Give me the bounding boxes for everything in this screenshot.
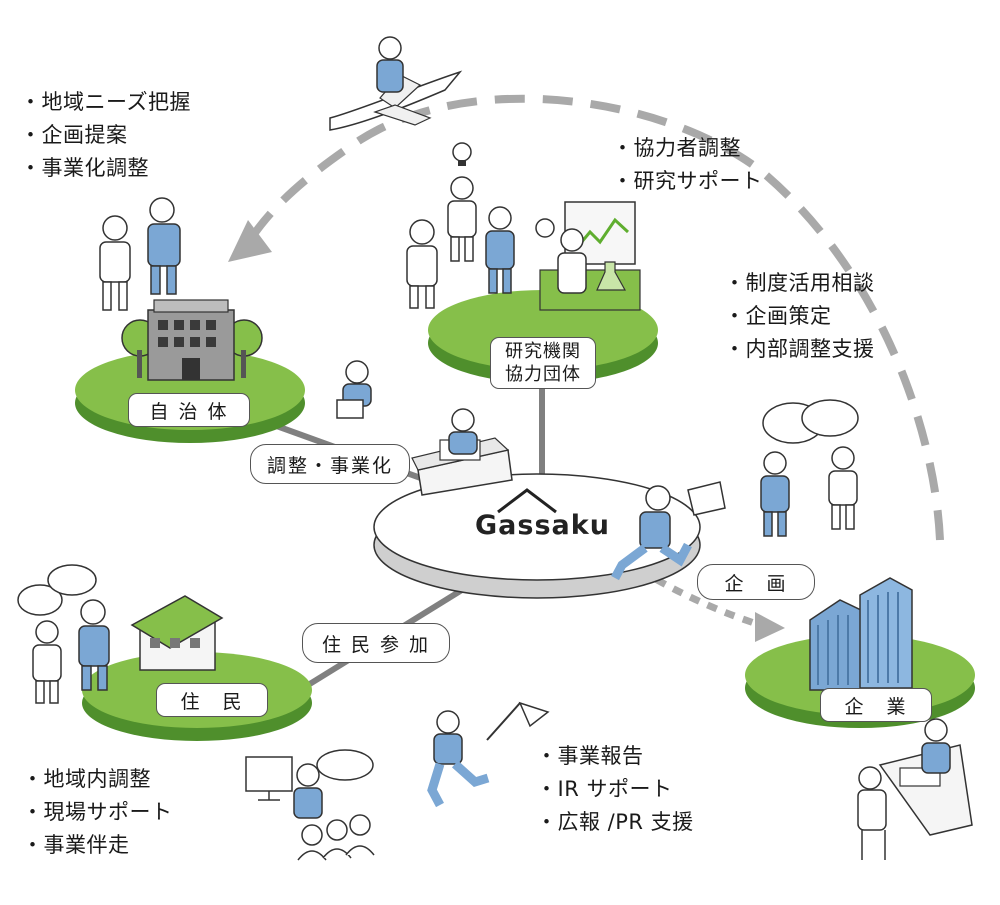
flag-icon (486, 701, 550, 741)
edge-label-chosei: 調整・事業化 (250, 444, 410, 484)
node-kenkyu-label: 研究機関 協力団体 (490, 337, 596, 389)
person-icon (447, 176, 477, 262)
kikaku-arrowhead (755, 612, 785, 642)
person-icon (760, 451, 790, 537)
person-icon (293, 763, 323, 819)
bullet-item: 地域内調整 (22, 763, 173, 796)
bullet-item: 事業伴走 (22, 829, 173, 862)
bullets-jichitai: 地域ニーズ把握 企画提案 事業化調整 (20, 86, 191, 185)
person-icon (485, 206, 515, 294)
bullet-item: 研究サポート (612, 165, 763, 198)
person-icon (376, 36, 404, 93)
bullet-item: 広報 /PR 支援 (536, 806, 694, 839)
bullets-jumin: 地域内調整 現場サポート 事業伴走 (22, 763, 173, 862)
bullet-item: 企画策定 (724, 300, 875, 333)
node-jumin-label: 住 民 (156, 683, 268, 717)
person-icon (32, 620, 62, 704)
bullet-item: 内部調整支援 (724, 333, 875, 366)
person-icon (406, 219, 438, 309)
kikaku-arrow (638, 566, 762, 629)
bullet-item: 事業報告 (536, 740, 694, 773)
edge-label-kikaku: 企 画 (697, 564, 815, 600)
people (32, 36, 951, 861)
bullet-item: 企画提案 (20, 119, 191, 152)
person-icon (427, 710, 490, 808)
person-icon (99, 215, 131, 311)
person-icon (611, 481, 726, 581)
bullet-item: 地域ニーズ把握 (20, 86, 191, 119)
person-icon (336, 360, 372, 419)
person-icon (828, 446, 858, 530)
cycle-arrow (246, 94, 944, 541)
node-kigyo-label: 企 業 (820, 688, 932, 722)
speech-bubbles (17, 399, 859, 781)
bullet-item: 制度活用相談 (724, 267, 875, 300)
person-icon (448, 408, 478, 455)
person-icon (535, 218, 587, 294)
person-icon (857, 766, 887, 860)
node-jichitai-label: 自 治 体 (128, 393, 250, 427)
bullets-kigyo-lower: 事業報告 IR サポート 広報 /PR 支援 (536, 740, 694, 839)
cycle-arrowhead (228, 220, 272, 262)
person-icon (78, 599, 110, 691)
person-icon (147, 197, 181, 295)
bullets-kenkyu: 協力者調整 研究サポート (612, 132, 763, 198)
bullet-item: 現場サポート (22, 796, 173, 829)
node-kenkyu-line1: 研究機関 (505, 341, 581, 362)
gassaku-logo: Gassaku (475, 510, 610, 541)
monitor-icon (245, 756, 293, 801)
bullet-item: IR サポート (536, 773, 694, 806)
city-hall-icon (121, 299, 263, 381)
logo-roof-icon (497, 488, 557, 514)
person-icon (921, 718, 951, 774)
edge-label-jumin-sanka: 住 民 参 加 (302, 623, 450, 663)
node-kenkyu-line2: 協力団体 (505, 364, 581, 385)
lab-board-icon (539, 201, 641, 311)
light-bulb-icon (452, 142, 472, 166)
office-towers-icon (809, 577, 913, 691)
house-icon (130, 595, 224, 671)
bullet-item: 協力者調整 (612, 132, 763, 165)
bullet-item: 事業化調整 (20, 152, 191, 185)
audience-icon (297, 814, 375, 861)
bullets-kigyo-upper: 制度活用相談 企画策定 内部調整支援 (724, 267, 875, 366)
